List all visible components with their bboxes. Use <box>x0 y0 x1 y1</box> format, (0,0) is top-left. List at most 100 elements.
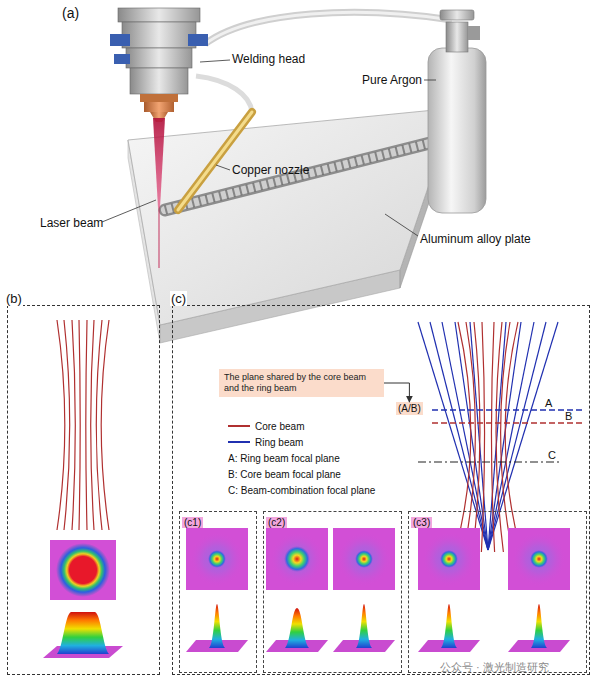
core-beam-ray <box>72 320 75 530</box>
leader-line <box>102 200 156 222</box>
focal-plane-line <box>432 409 585 410</box>
illustration <box>418 528 480 590</box>
legend-row: C: Beam-combination focal plane <box>228 482 375 498</box>
node-label: (c2) <box>266 517 287 528</box>
part-label: Laser beam <box>40 216 103 230</box>
leader-line <box>200 60 230 62</box>
focal-plane-line <box>418 461 560 462</box>
panel-box: (b) <box>7 305 160 675</box>
part-label: Welding head <box>232 52 305 66</box>
copper-nozzle <box>178 112 252 210</box>
welding-head <box>118 8 200 22</box>
welding-head <box>140 94 178 102</box>
welding-head <box>114 54 130 64</box>
node-label: (c3) <box>411 517 432 528</box>
illustration <box>266 608 328 652</box>
core-beam-ray <box>57 320 65 530</box>
ring-beam-ray <box>430 322 488 550</box>
core-beam-ray <box>481 322 484 552</box>
leader-line <box>216 165 230 170</box>
welding-head <box>188 34 208 46</box>
argon-cylinder <box>440 10 474 20</box>
core-beam-ray <box>464 322 476 552</box>
subpanel-box: (c3) <box>408 511 587 673</box>
laser-beam <box>158 208 160 268</box>
core-beam-ray <box>64 320 70 530</box>
legend-text: Ring beam <box>255 437 303 448</box>
legend-row: A: Ring beam focal plane <box>228 450 375 466</box>
core-beam-ray <box>91 320 94 530</box>
gas-hose <box>205 12 452 44</box>
part-label: A <box>545 396 552 410</box>
illustration <box>186 604 248 652</box>
node-label: (c) <box>170 291 187 306</box>
gas-hose <box>205 12 452 44</box>
legend-row: Core beam <box>228 418 375 434</box>
ring-beam-ray <box>470 322 488 550</box>
ring-beam-ray <box>418 322 558 550</box>
core-beam-ray <box>501 322 513 552</box>
focal-plane-line <box>432 422 585 423</box>
illustration <box>266 528 328 590</box>
part-label: Pure Argon <box>362 73 422 87</box>
part-label: B <box>565 409 572 423</box>
arrow-connector <box>384 383 409 402</box>
illustration <box>508 604 570 652</box>
node-label: (c1) <box>182 517 203 528</box>
illustration <box>333 528 395 590</box>
aluminum-plate <box>128 108 455 325</box>
legend-row: Ring beam <box>228 434 375 450</box>
legend: Core beamRing beam A: Ring beam focal pla… <box>228 418 375 498</box>
part-label: C <box>548 448 556 462</box>
core-beam-ray <box>79 320 80 530</box>
core-beam-ray <box>473 322 480 552</box>
argon-cylinder <box>468 26 480 40</box>
core-beam-ray <box>496 322 503 552</box>
ring-beam-ray <box>488 322 546 550</box>
leader-line <box>385 214 418 236</box>
illustration <box>43 612 123 658</box>
core-beam-ray <box>455 322 521 552</box>
note-box: The plane shared by the core beam and th… <box>219 369 384 397</box>
legend-row: B: Core beam focal plane <box>228 466 375 482</box>
illustration <box>333 604 395 652</box>
core-beam-ray <box>505 322 521 552</box>
leader-line <box>102 60 436 236</box>
argon-cylinder <box>428 10 486 213</box>
argon-cylinder <box>428 48 486 213</box>
watermark: 公众号 · 激光制造研究 <box>440 660 549 674</box>
part-label: (a) <box>62 6 79 20</box>
subpanel-box: (c2) <box>263 511 402 673</box>
legend-text: C: Beam-combination focal plane <box>228 485 375 496</box>
plane-tag: (A/B) <box>396 402 423 415</box>
welding-head <box>126 48 192 68</box>
legend-line-sample <box>228 441 250 443</box>
core-beam-ray <box>101 320 109 530</box>
core-beam-ray <box>491 322 494 552</box>
legend-text: B: Core beam focal plane <box>228 469 341 480</box>
leader-line <box>424 80 436 81</box>
legend-text: A: Ring beam focal plane <box>228 453 340 464</box>
node-label: (A/B) <box>398 402 421 415</box>
legend-line-sample <box>228 425 250 427</box>
part-label: Aluminum alloy plate <box>420 232 531 246</box>
core-beam-ray <box>57 320 109 530</box>
illustration <box>186 528 248 590</box>
welding-head <box>110 34 130 46</box>
copper-nozzle <box>178 112 252 210</box>
legend-text: Core beam <box>255 421 304 432</box>
part-label: Copper nozzle <box>232 163 309 177</box>
welding-head <box>130 68 188 94</box>
welding-head <box>110 8 208 122</box>
laser-beam <box>153 118 165 208</box>
node-label: (b) <box>5 291 23 306</box>
illustration <box>50 540 116 600</box>
aluminum-plate <box>128 108 455 343</box>
welding-head <box>122 22 196 48</box>
welding-head <box>144 102 174 112</box>
illustration <box>508 528 570 590</box>
core-beam-ray <box>86 320 87 530</box>
